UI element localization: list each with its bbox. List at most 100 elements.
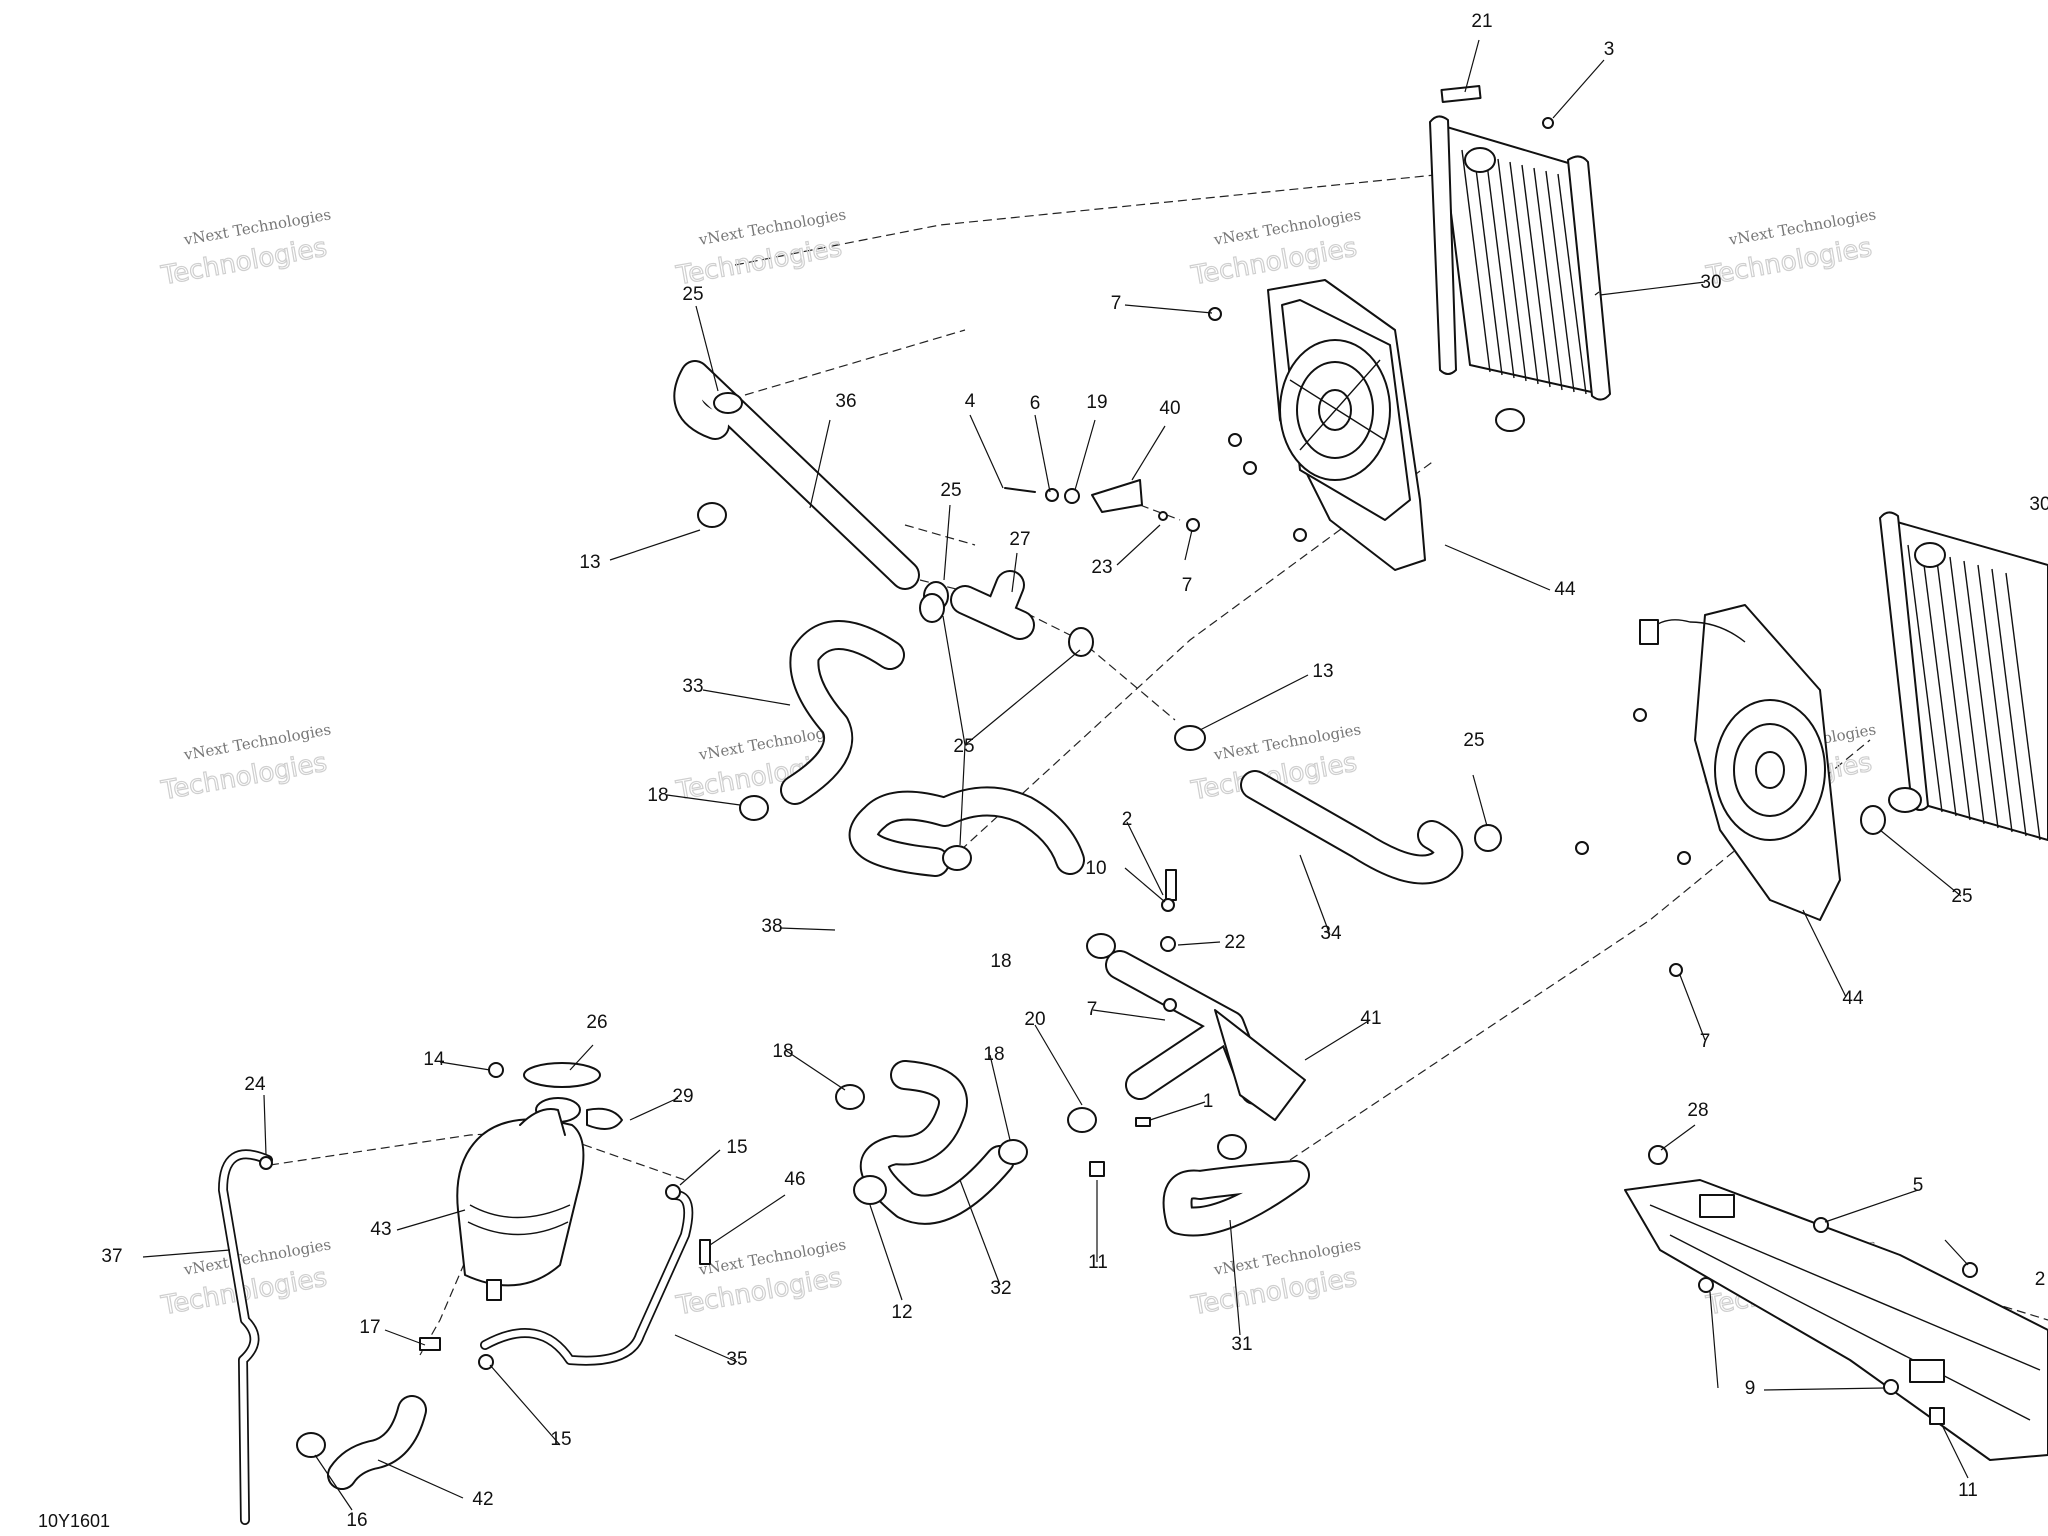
nut-7 — [1293, 528, 1307, 542]
bolt-5 — [1813, 1217, 1829, 1233]
washer-6 — [1045, 488, 1059, 502]
nut-7 — [1228, 433, 1242, 447]
callout-43: 43 — [370, 1219, 391, 1240]
tee-27 — [950, 570, 1035, 640]
callout-10: 10 — [1085, 858, 1106, 879]
callout-30: 30 — [1700, 272, 1721, 293]
clamp-13 — [697, 502, 727, 528]
callout-24: 24 — [244, 1074, 266, 1095]
hose-31 — [1162, 1160, 1310, 1237]
nut-11 — [1089, 1161, 1105, 1177]
callout-18: 18 — [772, 1041, 793, 1062]
tube-37 — [218, 1149, 273, 1525]
callout-33: 33 — [682, 676, 703, 697]
connector-46 — [699, 1239, 711, 1265]
bolt-4 — [1004, 487, 1036, 493]
callout-29: 29 — [672, 1086, 693, 1107]
clamp-25 — [919, 593, 945, 623]
callout-17: 17 — [359, 1317, 380, 1338]
callout-18: 18 — [990, 951, 1011, 972]
clamp-25 — [1068, 627, 1094, 657]
nut-7 — [1575, 841, 1589, 855]
callout-5: 5 — [1913, 1175, 1924, 1196]
clamp-25 — [1474, 824, 1502, 852]
leader-lines — [142, 39, 1969, 1511]
callout-18: 18 — [983, 1044, 1004, 1065]
callout-44: 44 — [1554, 579, 1576, 600]
callout-7: 7 — [1182, 575, 1193, 596]
callout-25: 25 — [1463, 730, 1484, 751]
callout-15: 15 — [726, 1137, 747, 1158]
callout-26: 26 — [586, 1012, 607, 1033]
callout-41: 41 — [1360, 1008, 1381, 1029]
callout-20: 20 — [1024, 1009, 1045, 1030]
hose-38 — [848, 786, 1085, 877]
callout-42: 42 — [472, 1489, 493, 1510]
grommet-28 — [1648, 1145, 1668, 1165]
hose-34 — [1240, 770, 1464, 885]
clamp-25 — [713, 392, 743, 414]
callout-23: 23 — [1091, 557, 1112, 578]
connector-17 — [419, 1337, 441, 1351]
fan-shroud-lower — [1639, 604, 1841, 921]
callout-37: 37 — [101, 1246, 122, 1267]
callout-36: 36 — [835, 391, 856, 412]
clamp-18 — [998, 1139, 1028, 1165]
nut-23 — [1158, 511, 1168, 521]
hose-36 — [673, 360, 920, 590]
clamp-18 — [1086, 933, 1116, 959]
bracket-40 — [1091, 479, 1143, 513]
nut-9 — [1883, 1379, 1899, 1395]
nut-11 — [1929, 1407, 1945, 1425]
callout-35: 35 — [726, 1349, 747, 1370]
callout-21: 21 — [1471, 11, 1492, 32]
callout-25: 25 — [1951, 886, 1972, 907]
nut-7 — [1163, 998, 1177, 1012]
callout-32: 32 — [990, 1278, 1011, 1299]
nut-7 — [1186, 518, 1200, 532]
nut-7 — [1677, 851, 1691, 865]
nut-7 — [1669, 963, 1683, 977]
nut-19 — [1064, 488, 1080, 504]
clamp-16 — [296, 1432, 326, 1458]
callout-4: 4 — [965, 391, 976, 412]
callout-25: 25 — [953, 736, 974, 757]
callout-38: 38 — [761, 916, 782, 937]
callout-14: 14 — [423, 1049, 445, 1070]
callout-22: 22 — [1224, 932, 1245, 953]
callout-7: 7 — [1111, 293, 1122, 314]
callout-11: 11 — [1958, 1480, 1978, 1501]
figure-id: 10Y1601 — [38, 1511, 111, 1531]
clamp-18 — [1217, 1134, 1247, 1160]
hose-33 — [780, 620, 905, 805]
callout-2: 2 — [2035, 1269, 2046, 1290]
clamp-18 — [739, 795, 769, 821]
nut-7 — [1208, 307, 1222, 321]
callout-12: 12 — [891, 1302, 912, 1323]
hose-42 — [327, 1395, 427, 1490]
coolant-tank-43 — [456, 1062, 623, 1301]
callout-3: 3 — [1604, 39, 1615, 60]
callout-18: 18 — [647, 785, 668, 806]
fan-shroud-upper — [1267, 279, 1426, 571]
callout-40: 40 — [1159, 398, 1180, 419]
callout-15: 15 — [550, 1429, 571, 1450]
callout-27: 27 — [1009, 529, 1030, 550]
radiator-upper — [1429, 85, 1611, 432]
callout-11: 11 — [1088, 1252, 1108, 1273]
clip-15 — [478, 1354, 494, 1370]
callout-13: 13 — [579, 552, 600, 573]
clip-24 — [259, 1156, 273, 1170]
clamp-25 — [1860, 805, 1886, 835]
frame-crossmember — [1624, 1179, 2048, 1461]
hardware — [259, 117, 1978, 1458]
nut-22 — [1160, 936, 1176, 952]
clip-15 — [665, 1184, 681, 1200]
callout-7: 7 — [1087, 999, 1098, 1020]
callout-1: 1 — [1203, 1091, 1214, 1112]
callout-6: 6 — [1030, 393, 1041, 414]
callout-9: 9 — [1745, 1378, 1756, 1399]
callout-7: 7 — [1700, 1031, 1711, 1052]
clip-14 — [488, 1062, 504, 1078]
